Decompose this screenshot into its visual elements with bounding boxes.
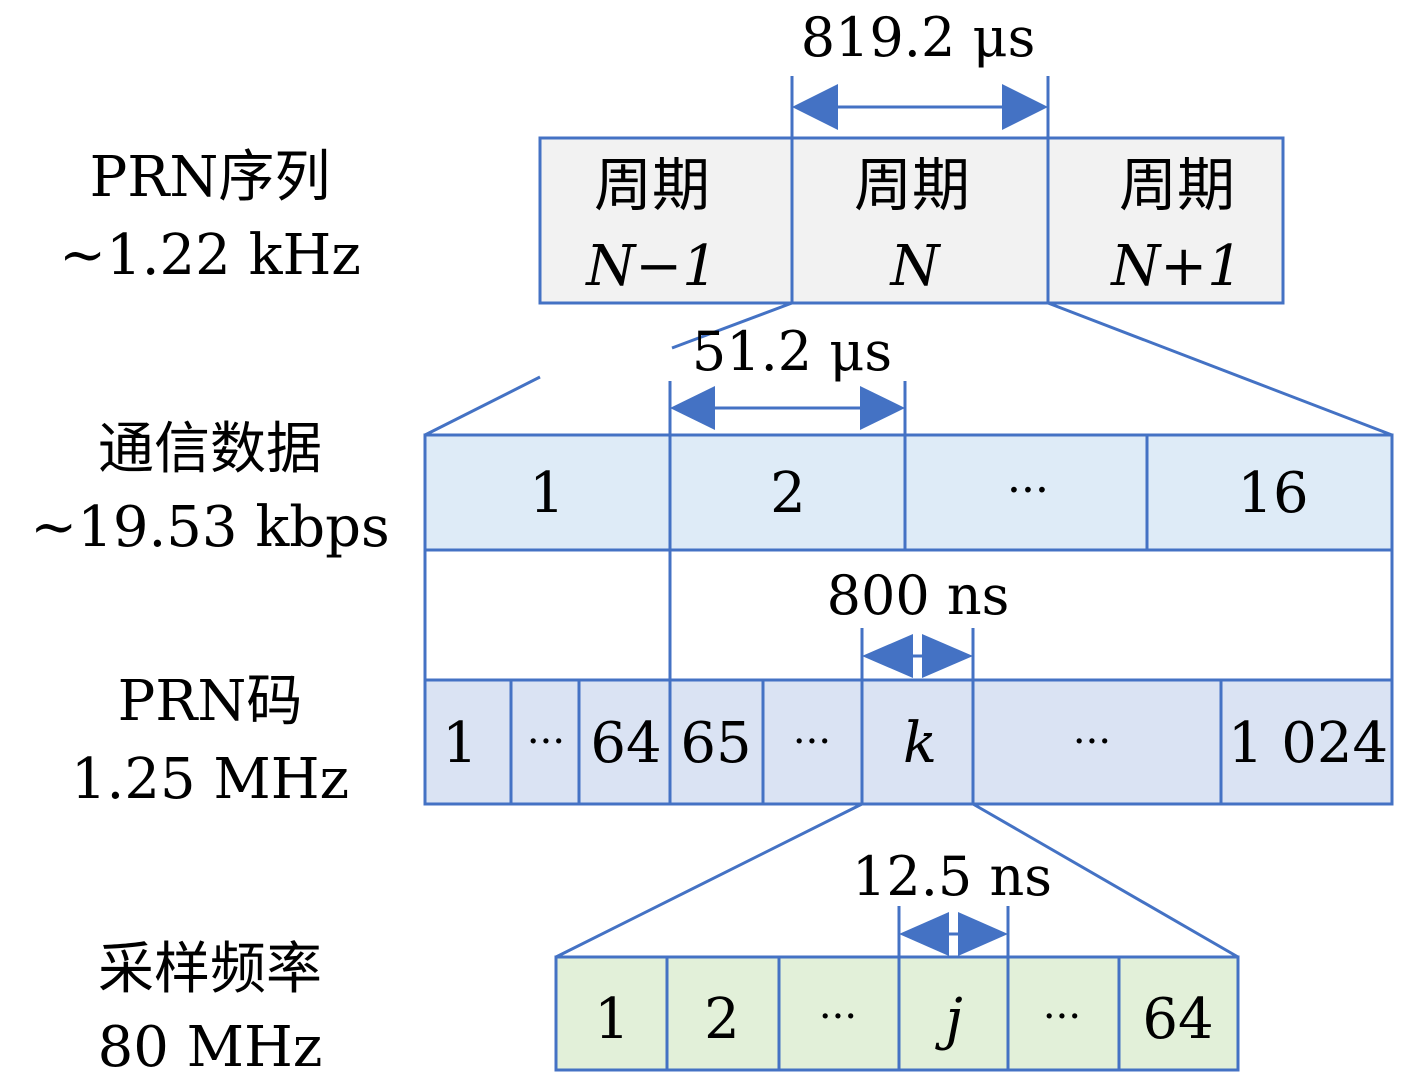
period-n-minus-1-cell xyxy=(538,136,794,305)
comm-data-row: 1 2 ··· 16 xyxy=(423,433,1394,552)
data-cell-16-text: 16 xyxy=(1237,461,1308,526)
data-cell-2-text: 2 xyxy=(770,461,806,526)
dimension-51-2us xyxy=(668,381,907,435)
chip-cell-k-text: k xyxy=(903,711,937,776)
sample-cell-2-text: 2 xyxy=(704,987,740,1052)
prn-code-label: PRN码 1.25 MHz xyxy=(30,674,390,808)
chip-cell-65-text: 65 xyxy=(680,711,751,776)
chip-cell-ellipsis-b xyxy=(761,678,864,806)
prn-code-rate: 1.25 MHz xyxy=(70,747,350,812)
connector-seq-left-a xyxy=(671,301,793,350)
connector-code-left xyxy=(555,802,863,959)
period-n-title: 周期 xyxy=(854,151,970,219)
data-cell-1-text: 1 xyxy=(529,461,565,526)
sampling-label: 采样频率 80 MHz xyxy=(30,942,390,1076)
sample-cell-1-text: 1 xyxy=(594,987,630,1052)
dimension-12-5ns xyxy=(897,906,1010,957)
period-n-plus-1-cell xyxy=(1046,136,1285,305)
chip-cell-1 xyxy=(423,678,513,806)
sample-cell-ellipsis-a-text: ··· xyxy=(819,994,857,1040)
prn-code-row: 1 ··· 64 65 ··· k ··· 1 024 xyxy=(423,678,1394,806)
dimension-label-800ns: 800 ns xyxy=(827,564,1010,627)
chip-cell-ellipsis-a xyxy=(509,678,581,806)
chip-cell-ellipsis-c-text: ··· xyxy=(1073,719,1111,765)
sample-cell-ellipsis-a xyxy=(777,955,901,1072)
arrow-right-icon xyxy=(958,912,1008,956)
comm-data-label: 通信数据 ~19.53 kbps xyxy=(10,422,410,556)
arrow-left-icon xyxy=(862,634,913,678)
period-n-cell xyxy=(790,136,1050,305)
period-n-plus-1-index: N+1 xyxy=(1109,234,1243,299)
prn-sequence-row: 周期 N−1 周期 N 周期 N+1 xyxy=(538,136,1285,305)
connector-seq-left-b xyxy=(424,375,541,437)
chip-cell-ellipsis-b-text: ··· xyxy=(793,719,831,765)
sample-cell-2 xyxy=(665,955,781,1072)
prn-sequence-rate: ~1.22 kHz xyxy=(59,223,361,288)
comm-data-title: 通信数据 xyxy=(98,417,322,482)
period-n-plus-1-title: 周期 xyxy=(1119,151,1235,219)
arrow-left-icon xyxy=(670,386,715,430)
chip-cell-ellipsis-c xyxy=(971,678,1223,806)
arrow-left-icon xyxy=(899,912,949,956)
chip-cell-ellipsis-a-text: ··· xyxy=(527,719,565,765)
prn-code-title: PRN码 xyxy=(117,669,303,734)
period-n-minus-1-title: 周期 xyxy=(594,151,710,219)
sampling-title: 采样频率 xyxy=(98,937,322,1002)
arrow-right-icon xyxy=(1002,84,1048,130)
dimension-label-51-2us: 51.2 μs xyxy=(692,320,892,383)
chip-cell-1024-text: 1 024 xyxy=(1228,711,1388,776)
connector-seq-right xyxy=(1047,301,1393,437)
data-cell-16 xyxy=(1145,433,1394,552)
prn-sequence-label: PRN序列 ~1.22 kHz xyxy=(30,150,390,284)
prn-sequence-title: PRN序列 xyxy=(89,145,331,210)
chip-cell-1024 xyxy=(1219,678,1394,806)
chip-cell-65 xyxy=(668,678,765,806)
sampling-rate: 80 MHz xyxy=(97,1015,323,1080)
period-n-minus-1-index: N−1 xyxy=(584,234,718,299)
arrow-right-icon xyxy=(860,386,905,430)
sample-cell-64 xyxy=(1117,955,1240,1072)
sample-cell-ellipsis-b-text: ··· xyxy=(1043,994,1081,1040)
chip-cell-1-text: 1 xyxy=(442,711,478,776)
zoom-connectors xyxy=(423,301,1394,959)
data-cell-ellipsis-text: ··· xyxy=(1007,465,1049,516)
period-n-index: N xyxy=(889,234,942,299)
connector-code-right xyxy=(972,802,1239,959)
chip-cell-64-text: 64 xyxy=(590,711,661,776)
arrow-right-icon xyxy=(922,634,973,678)
dimension-label-819-2us: 819.2 μs xyxy=(801,6,1036,69)
data-cell-2 xyxy=(668,433,907,552)
dimension-819-2us xyxy=(790,76,1050,138)
dimension-800ns xyxy=(860,628,975,680)
data-cell-1 xyxy=(423,433,672,552)
chip-cell-64 xyxy=(577,678,672,806)
arrow-left-icon xyxy=(792,84,838,130)
comm-data-rate: ~19.53 kbps xyxy=(30,495,390,560)
dimension-label-12-5ns: 12.5 ns xyxy=(852,845,1052,908)
sample-cell-64-text: 64 xyxy=(1142,987,1213,1052)
sampling-row: 1 2 ··· j ··· 64 xyxy=(554,955,1240,1072)
